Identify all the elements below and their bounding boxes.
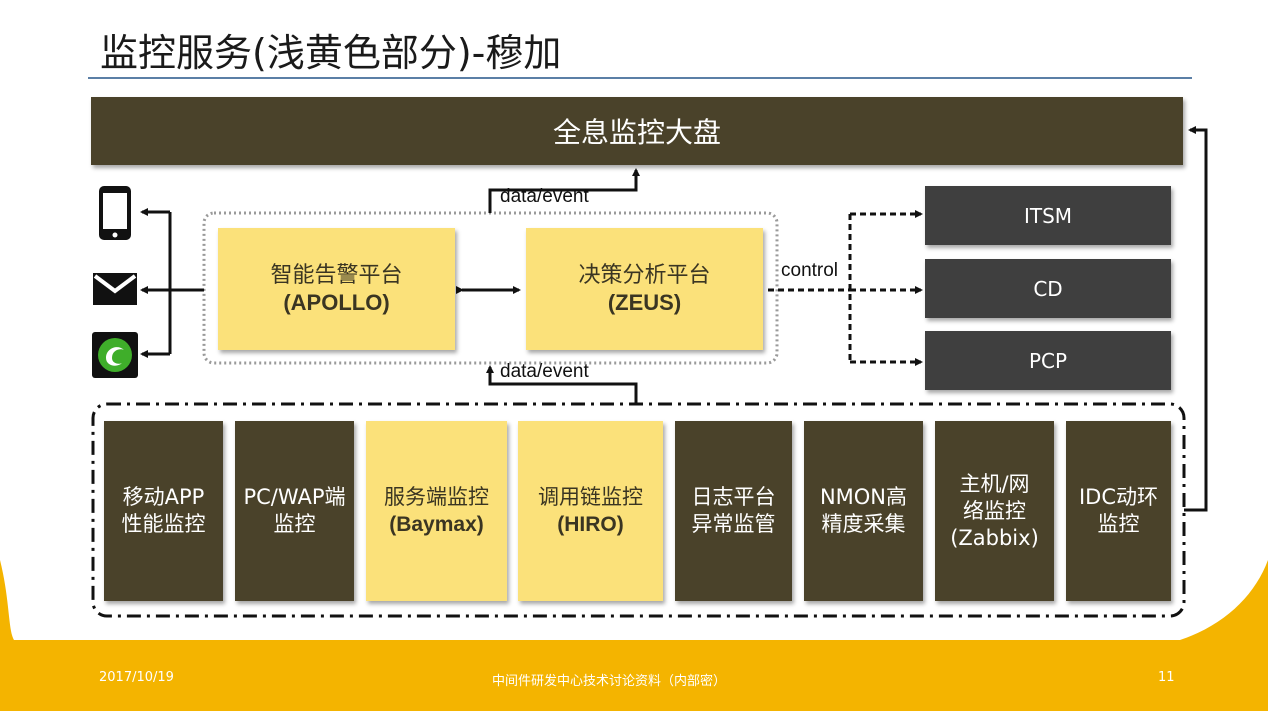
monitor-line: 调用链监控	[538, 485, 643, 509]
dashboard-banner: 全息监控大盘	[91, 97, 1183, 165]
monitor-box-hiro: 调用链监控 (HIRO)	[518, 421, 663, 601]
monitor-code: (HIRO)	[557, 513, 624, 536]
monitor-box-pc-wap: PC/WAP端 监控	[235, 421, 354, 601]
monitor-line: NMON高	[819, 485, 908, 509]
top-flow-label: data/event	[500, 186, 589, 207]
zeus-platform-box: 决策分析平台 (ZEUS)	[526, 228, 763, 350]
monitor-line: 主机/网	[959, 471, 1030, 496]
mail-icon	[92, 272, 138, 306]
title-divider	[88, 77, 1192, 79]
monitor-line: 移动APP	[122, 485, 205, 509]
pcp-box: PCP	[925, 331, 1171, 390]
monitor-box-log-platform: 日志平台 异常监管	[675, 421, 792, 601]
monitor-line: (Zabbix)	[950, 525, 1039, 550]
monitor-line: PC/WAP端	[243, 485, 346, 509]
itsm-box: ITSM	[925, 186, 1171, 245]
slide-title: 监控服务(浅黄色部分)-穆加	[100, 31, 562, 75]
feedback-arrow	[1184, 126, 1208, 512]
bottom-data-arrow	[486, 365, 638, 404]
monitor-line: 性能监控	[121, 512, 206, 536]
bottom-flow-label: data/event	[500, 361, 589, 382]
monitor-code: (Baymax)	[389, 513, 484, 536]
monitor-line: 服务端监控	[384, 485, 489, 509]
monitor-box-zabbix: 主机/网 络监控 (Zabbix)	[935, 421, 1054, 601]
footer-page-number: 11	[1158, 670, 1175, 685]
control-label: control	[781, 260, 839, 281]
footer-date: 2017/10/19	[99, 670, 174, 685]
top-data-arrow	[488, 168, 640, 213]
monitor-line: 精度采集	[821, 512, 906, 536]
monitor-line: 监控	[273, 512, 316, 536]
apollo-platform-box: 智能告警平台 (APOLLO)	[218, 228, 455, 350]
apollo-code: (APOLLO)	[283, 290, 390, 315]
phone-icon	[97, 184, 133, 242]
footer-center-text: 中间件研发中心技术讨论资料（内部密）	[492, 674, 727, 689]
zeus-name: 决策分析平台	[578, 263, 711, 288]
zeus-code: (ZEUS)	[607, 290, 682, 315]
monitor-box-baymax: 服务端监控 (Baymax)	[366, 421, 507, 601]
monitor-line: IDC动环	[1078, 485, 1159, 509]
cd-box: CD	[925, 259, 1171, 318]
monitor-line: 监控	[1097, 512, 1140, 536]
monitor-box-mobile-app: 移动APP 性能监控	[104, 421, 223, 601]
monitor-line: 络监控	[963, 498, 1026, 523]
monitor-group-frame	[91, 402, 1186, 618]
monitor-line: 异常监管	[691, 512, 776, 536]
monitor-box-nmon: NMON高 精度采集	[804, 421, 923, 601]
wechat-icon	[92, 332, 138, 378]
apollo-name: 智能告警平台	[270, 263, 403, 288]
monitor-box-idc: IDC动环 监控	[1066, 421, 1171, 601]
monitor-line: 日志平台	[691, 485, 776, 509]
